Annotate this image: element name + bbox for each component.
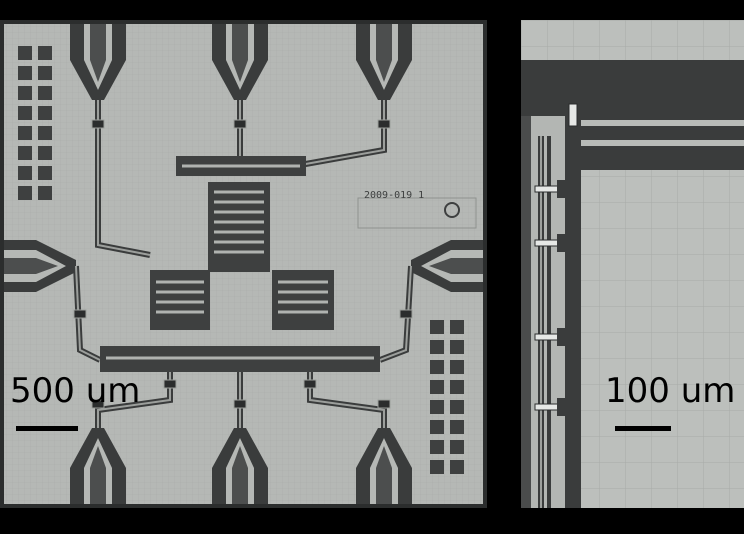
logo-mark [444, 202, 460, 218]
pad-array-right [430, 320, 464, 474]
stubs [557, 180, 581, 416]
chip-id-box [357, 197, 477, 229]
zoom-layout-drawing [521, 20, 744, 508]
pad-array-left [18, 46, 52, 200]
coupling-lines [581, 120, 744, 146]
chip-micrograph-panel: 2009-019 1 500 um [0, 20, 487, 508]
vertical-feedline [538, 136, 551, 508]
zoom-micrograph-panel: 100 um [521, 20, 744, 508]
scale-bar-right [615, 426, 671, 431]
chip-id-text: 2009-019 1 [364, 190, 425, 201]
scale-label-left: 500 um [10, 371, 141, 411]
etched-region [521, 60, 744, 508]
interdigitated-capacitors [106, 164, 374, 360]
scale-bar-left [16, 426, 78, 431]
scale-label-right: 100 um [605, 371, 736, 411]
junctions [73, 119, 413, 409]
chip-layout-drawing [0, 20, 487, 508]
